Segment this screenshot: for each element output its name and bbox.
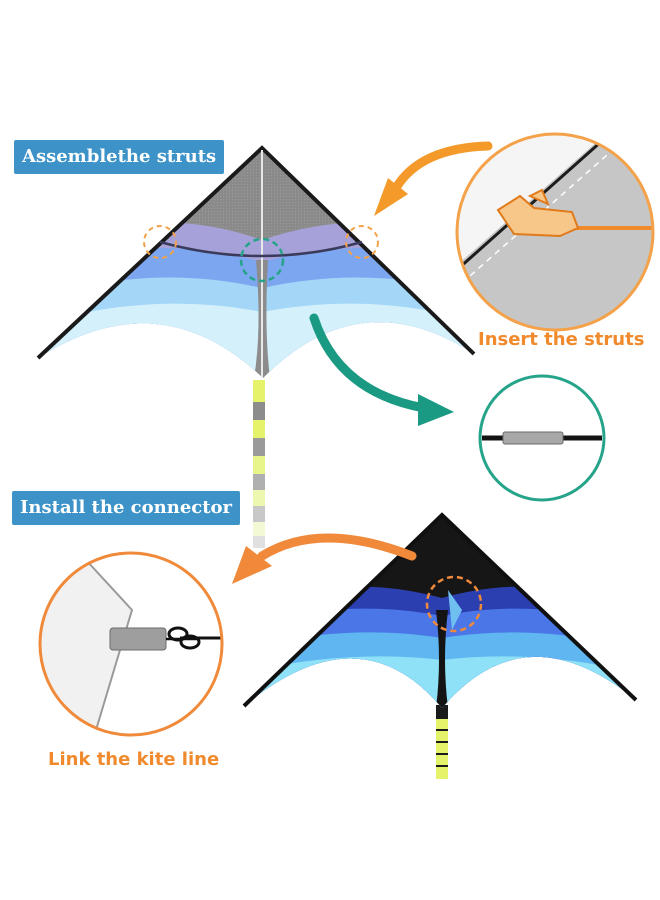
curved-arrow-orange-top: [374, 141, 493, 216]
step-label-install-connector: Install the connector: [12, 491, 241, 525]
strut-connector-closeup: [478, 374, 606, 502]
curved-arrow-orange-bottom: [232, 533, 417, 584]
step-label-assemble-struts: Assemblethe struts: [14, 140, 225, 174]
caption-link-kite-line: Link the kite line: [48, 749, 220, 770]
kite-bottom-tail: [436, 705, 448, 779]
kite-top: [36, 145, 476, 548]
line-knot-closeup: [38, 551, 224, 737]
strut-insert-closeup: [455, 132, 655, 332]
curved-arrow-teal: [309, 313, 454, 426]
caption-insert-struts: Insert the struts: [478, 329, 645, 350]
kite-top-tail: [253, 380, 265, 548]
